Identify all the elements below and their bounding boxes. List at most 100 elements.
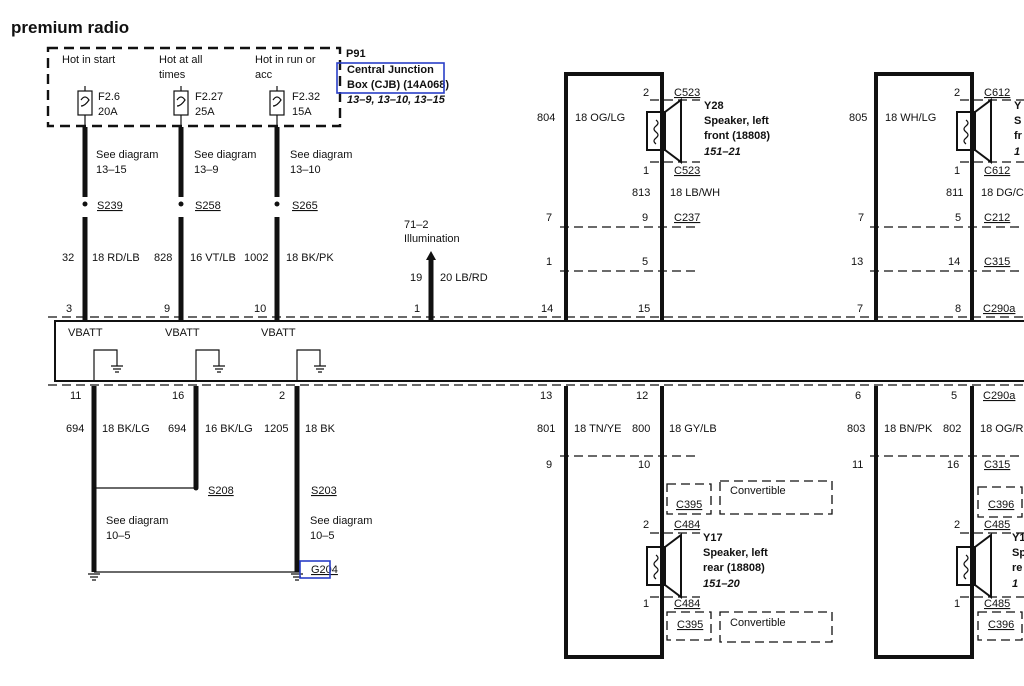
splice-label: S239	[97, 200, 123, 212]
speaker-id: Y1	[1012, 532, 1024, 544]
speaker-id: Y	[1014, 100, 1022, 112]
ground-icon	[88, 573, 100, 581]
fuse-column-1: Hot in start F2.6 20A See diagram 13–15 …	[62, 54, 158, 320]
fuse-id-2: F2.27	[195, 91, 223, 103]
circuit-number: 32	[62, 252, 74, 264]
splice-label: S208	[208, 485, 234, 497]
pin-number: 14	[541, 303, 553, 315]
connector-label: C396	[988, 619, 1014, 631]
pin-number: 2	[279, 390, 285, 402]
circuit-number: 803	[847, 423, 865, 435]
circuit-number: 802	[943, 423, 961, 435]
fuse-id-1: F2.6	[98, 91, 120, 103]
vbatt-internals: VBATT VBATT VBATT	[68, 327, 326, 381]
illumination-ref: 71–2	[404, 219, 428, 231]
wire-color: 18 TN/YE	[574, 423, 622, 435]
pin-number: 11	[70, 390, 81, 402]
connector-label: C612	[984, 87, 1010, 99]
pin-number: 2	[954, 87, 960, 99]
wire-color: 18 LB/WH	[670, 187, 720, 199]
pin-number: 12	[636, 390, 648, 402]
splice-label: S265	[292, 200, 318, 212]
circuit-number: 800	[632, 423, 650, 435]
cjb-refs: 13–9, 13–10, 13–15	[347, 94, 446, 106]
circuit-number: 801	[537, 423, 555, 435]
illumination-feed: 71–2 Illumination 19 20 LB/RD 1	[404, 219, 488, 320]
splice-dot	[178, 201, 184, 207]
speaker-name: Speaker, left	[703, 547, 768, 559]
connector-label: C523	[674, 87, 700, 99]
connector-label: C212	[984, 212, 1010, 224]
see-diagram-ref: 10–5	[106, 530, 130, 542]
circuit-number: 19	[410, 272, 422, 284]
connector-c395-box	[666, 483, 712, 515]
circuit-number: 813	[632, 187, 650, 199]
see-diagram-ref: 10–5	[310, 530, 334, 542]
front-right-speaker-circuit: 7 8 C290a 805 18 WH/LG 2 C612 Y S fr 1 1…	[849, 72, 1024, 320]
pin-number: 1	[643, 165, 649, 177]
wire-color: 18 RD/LB	[92, 252, 140, 264]
connector-label: C395	[677, 619, 703, 631]
radio-module	[54, 320, 1024, 382]
see-diagram-label: See diagram	[194, 149, 256, 161]
vbatt-label: VBATT	[68, 327, 103, 339]
speaker-ref: 151–20	[703, 578, 741, 590]
cjb-box	[46, 46, 342, 128]
fuse-amps-3: 15A	[292, 106, 312, 118]
splice-label: S203	[311, 485, 337, 497]
see-diagram-ref: 13–10	[290, 164, 321, 176]
circuit-number: 828	[154, 252, 172, 264]
pin-number: 1	[954, 598, 960, 610]
pin-number: 5	[955, 212, 961, 224]
connector-label: C237	[674, 212, 700, 224]
pin-number: 2	[643, 519, 649, 531]
pin-number: 1	[954, 165, 960, 177]
pin-number: 7	[857, 303, 863, 315]
hot-label-3b: acc	[255, 69, 273, 81]
convertible-box	[719, 611, 833, 643]
ground-icon	[314, 365, 326, 373]
speaker-name: Sp	[1012, 547, 1024, 559]
wire-color: 20 LB/RD	[440, 272, 488, 284]
pin-number: 2	[643, 87, 649, 99]
speaker-name: S	[1014, 115, 1021, 127]
connector-label: C395	[676, 499, 702, 511]
pin-number: 1	[414, 303, 420, 315]
hot-label-2: Hot at all	[159, 54, 202, 66]
circuit-number: 694	[66, 423, 84, 435]
pin-number: 7	[858, 212, 864, 224]
speaker-name: front (18808)	[704, 130, 770, 142]
speaker-ref: 1	[1012, 578, 1018, 590]
convertible-label: Convertible	[730, 485, 786, 497]
hot-label-1: Hot in start	[62, 54, 115, 66]
page-title: premium radio	[11, 18, 129, 37]
ground-icon	[291, 573, 303, 581]
cjb-highlight	[336, 62, 445, 94]
connector-label: C485	[984, 598, 1010, 610]
pin-number: 16	[947, 459, 959, 471]
pin-number: 5	[951, 390, 957, 402]
illumination-label: Illumination	[404, 233, 460, 245]
pin-number: 9	[164, 303, 170, 315]
fuse-icon	[269, 90, 285, 116]
connector-label: C484	[674, 519, 700, 531]
speaker-icon	[956, 111, 976, 151]
circuit-number: 804	[537, 112, 555, 124]
splice-dot	[193, 485, 199, 491]
splice-dot	[274, 201, 280, 207]
speaker-ref: 151–21	[704, 146, 741, 158]
circuit-number: 694	[168, 423, 186, 435]
wire-color: 18 BK/PK	[286, 252, 334, 264]
vbatt-label: VBATT	[165, 327, 200, 339]
pin-number: 16	[172, 390, 184, 402]
pin-number: 14	[948, 256, 960, 268]
circuit-number: 1205	[264, 423, 288, 435]
see-diagram-label: See diagram	[310, 515, 372, 527]
wire-color: 18 OG/R	[980, 423, 1023, 435]
pin-number: 9	[642, 212, 648, 224]
speaker-id: Y28	[704, 100, 724, 112]
convertible-label: Convertible	[730, 617, 786, 629]
pin-number: 13	[540, 390, 552, 402]
speaker-ref: 1	[1014, 146, 1020, 158]
cjb-id: P91	[346, 48, 366, 60]
